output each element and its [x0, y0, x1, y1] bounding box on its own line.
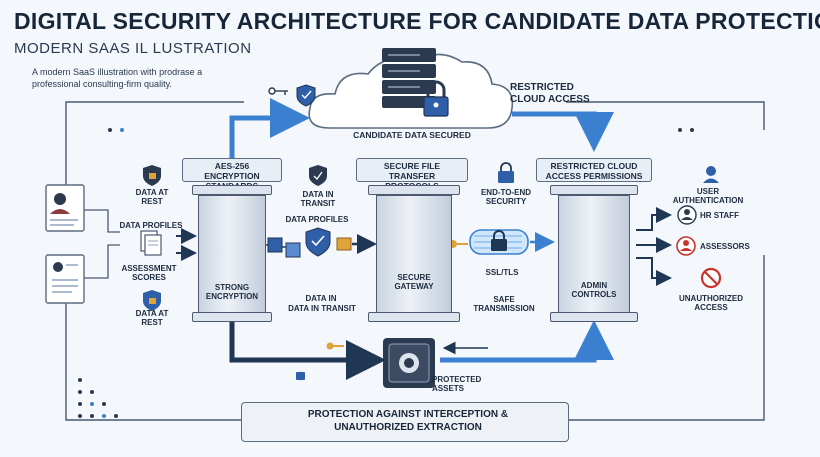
- pillar2-cap: [368, 185, 460, 195]
- pillar3-header: RESTRICTED CLOUD ACCESS PERMISSIONS: [536, 158, 652, 182]
- pillar3-label: ADMIN CONTROLS: [571, 281, 617, 299]
- data-at-rest-bottom-label: DATA AT REST: [135, 309, 169, 327]
- data-in-transit-label: DATA IN TRANSIT: [288, 304, 356, 313]
- dot-grid-topleft: [108, 128, 124, 132]
- candidate-assessment-doc: [45, 254, 85, 304]
- data-profiles-transit-label: DATA PROFILES: [285, 215, 349, 224]
- pillar1-label: STRONG ENCRYPTION: [205, 283, 259, 301]
- data-in-label: DATA IN: [305, 294, 337, 303]
- data-at-rest-top-label: DATA AT REST: [135, 188, 169, 206]
- shield-icon-rest-bottom: [143, 290, 161, 311]
- user-icon-auth: [703, 166, 719, 183]
- page-description: A modern SaaS illustration with prodrase…: [32, 67, 203, 89]
- pillar2: [376, 195, 452, 313]
- page-subtitle: MODERN SAAS IL LUSTRATION: [14, 40, 252, 57]
- shield-icon-transit: [305, 227, 331, 257]
- transit-files: [262, 237, 301, 258]
- unauthorized-label: UNAUTHORIZED ACCESS: [679, 294, 743, 312]
- cloud-lock-icon: [423, 80, 449, 117]
- user-auth-label: USER AUTHENTICATION: [672, 187, 744, 205]
- pillar3-base: [550, 312, 638, 322]
- arrow-vault-to-pillar3: [440, 320, 614, 363]
- cloud-label: CANDIDATE DATA SECURED: [353, 130, 471, 140]
- bottom-banner-text: PROTECTION AGAINST INTERCEPTION & UNAUTH…: [307, 409, 509, 433]
- pillar2-label: SECURE GATEWAY: [394, 273, 434, 291]
- outer-loop-lines: [65, 101, 765, 421]
- pillar1-cap: [192, 185, 272, 195]
- vault-icon: [383, 338, 435, 388]
- pillar2-header: SECURE FILE TRANSFER PROTOCOLS: [356, 158, 468, 191]
- lock-icon-vault: [296, 372, 305, 380]
- shield-icon-transit-top: [309, 165, 327, 186]
- ssl-label: SSL/TLS: [485, 268, 519, 277]
- restricted-cloud-label: RESTRICTED CLOUD ACCESS: [510, 82, 590, 105]
- lock-icon-e2e: [498, 162, 514, 183]
- right-arrows: [636, 207, 672, 286]
- assessment-scores-label: ASSESSMENT SCORES: [121, 264, 177, 282]
- assessors-label: ASSESSORS: [700, 242, 750, 251]
- end-to-end-label: END-TO-END SECURITY: [480, 188, 532, 206]
- arrow-to-cloud: [229, 98, 310, 158]
- dot-grid-left: [78, 378, 118, 418]
- protected-assets-label: PROTECTED ASSETS: [432, 375, 482, 393]
- hr-staff-icon: [677, 205, 697, 225]
- ssl-tunnel: [469, 229, 529, 255]
- arrow-cloud-to-pillar3: [512, 111, 614, 152]
- pillar3-cap: [550, 185, 638, 195]
- bottom-banner: [241, 402, 569, 442]
- folder-icon-transit: [336, 237, 352, 251]
- hr-staff-label: HR STAFF: [700, 211, 739, 220]
- doc-connectors: [84, 209, 120, 279]
- shield-icon-rest-top: [143, 165, 161, 186]
- file-stack-icon: [140, 230, 162, 256]
- safe-transmission-label: SAFE TRANSMISSION: [473, 295, 535, 313]
- pillar1-header: AES-256 ENCRYPTION STANDARDS: [182, 158, 282, 191]
- candidate-profile-doc: [45, 184, 85, 232]
- pillar2-base: [368, 312, 460, 322]
- server-icon: [382, 48, 436, 108]
- pillar3: [558, 195, 630, 313]
- pillar1: [198, 195, 266, 313]
- blocked-icon: [700, 267, 722, 289]
- page-title: DIGITAL SECURITY ARCHITECTURE FOR CANDID…: [14, 8, 820, 34]
- left-arrows: [176, 228, 197, 261]
- pillar1-base: [192, 312, 272, 322]
- key-icon-top: [268, 87, 288, 95]
- data-in-transit-top-label: DATA IN TRANSIT: [300, 190, 336, 208]
- shield-icon-top: [296, 84, 316, 107]
- arrow-pillar1-to-vault: [229, 318, 386, 380]
- assessor-icon: [676, 236, 696, 256]
- key-icon-vault: [326, 342, 344, 350]
- dot-grid-topright: [678, 128, 694, 132]
- data-profiles-label: DATA PROFILES: [119, 221, 183, 230]
